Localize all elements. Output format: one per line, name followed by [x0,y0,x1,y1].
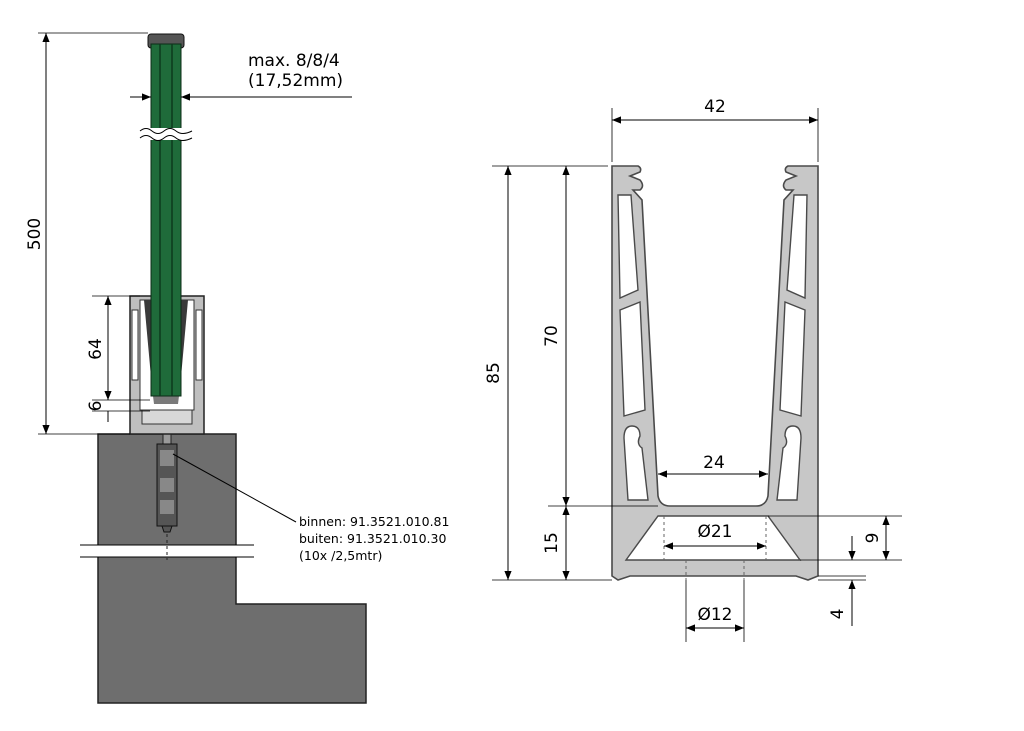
glass-thickness-line1: max. 8/8/4 [248,51,340,71]
dim-total-height-label: 85 [484,362,504,384]
glass-panel [139,33,193,397]
dim-height-label: 500 [25,218,45,250]
dim-insert-depth-label: 64 [86,338,106,360]
dim-slot-label: 9 [863,533,883,544]
anchor-note-line2: buiten: 91.3521.010.30 [299,531,446,546]
dim-inner-width-label: 24 [703,453,725,473]
anchor-note-line1: binnen: 91.3521.010.81 [299,514,449,529]
dim-hole-large-label: Ø21 [697,522,732,542]
left-section-view: 500 64 6 max. 8/8/4 (17,52mm) binnen: 91… [25,32,449,704]
right-profile-view: 42 85 70 15 24 Ø21 Ø12 9 4 [484,97,902,642]
dim-bottom-gap-label: 6 [86,401,106,412]
concrete-break-band [80,545,256,557]
dim-channel-depth-label: 70 [542,325,562,347]
anchor-note-line3: (10x /2,5mtr) [299,548,382,563]
dim-hole-small-label: Ø12 [697,605,732,625]
glass-thickness-line2: (17,52mm) [248,71,343,91]
dim-base-height-label: 15 [542,532,562,554]
dim-top-width-label: 42 [704,97,726,117]
dim-base-plate-label: 4 [828,609,848,620]
concrete-floor [97,433,367,704]
